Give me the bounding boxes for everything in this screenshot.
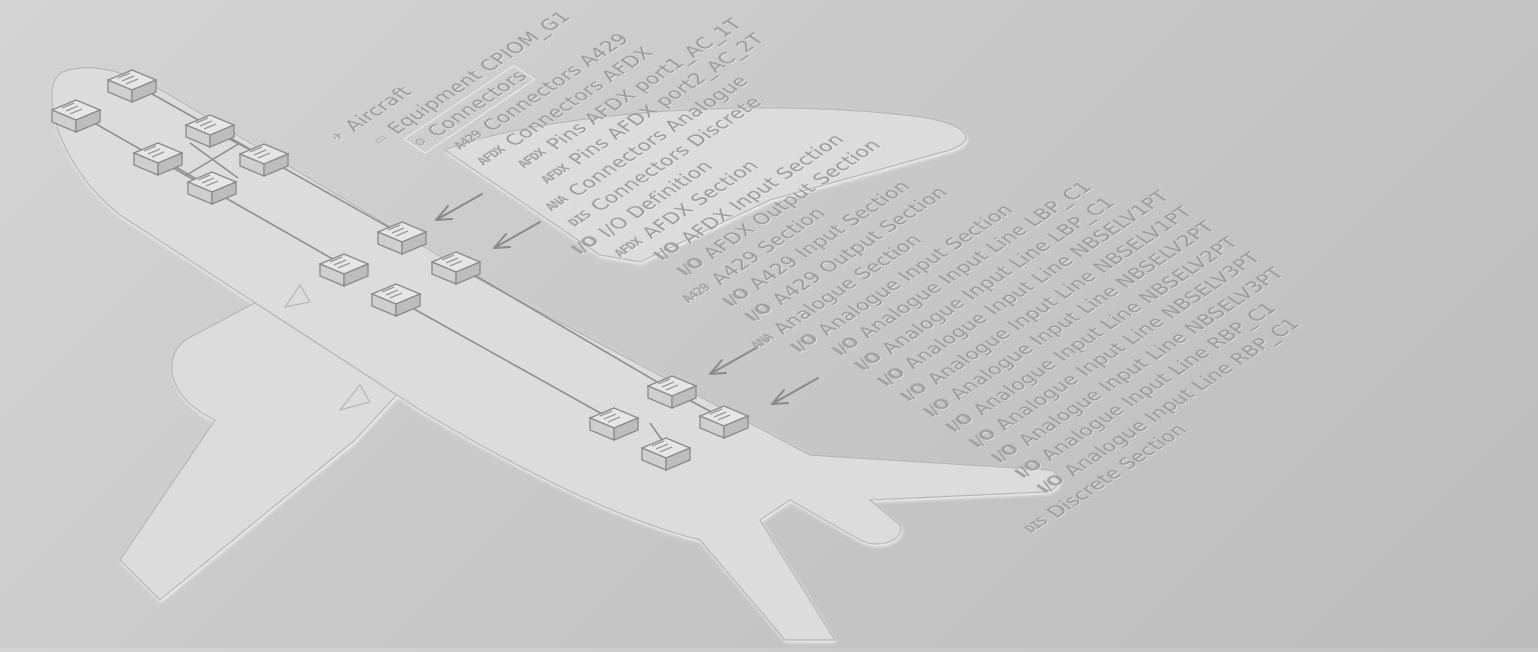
airplane-silhouette: [51, 67, 1061, 641]
pointer-arrows: [435, 193, 819, 405]
